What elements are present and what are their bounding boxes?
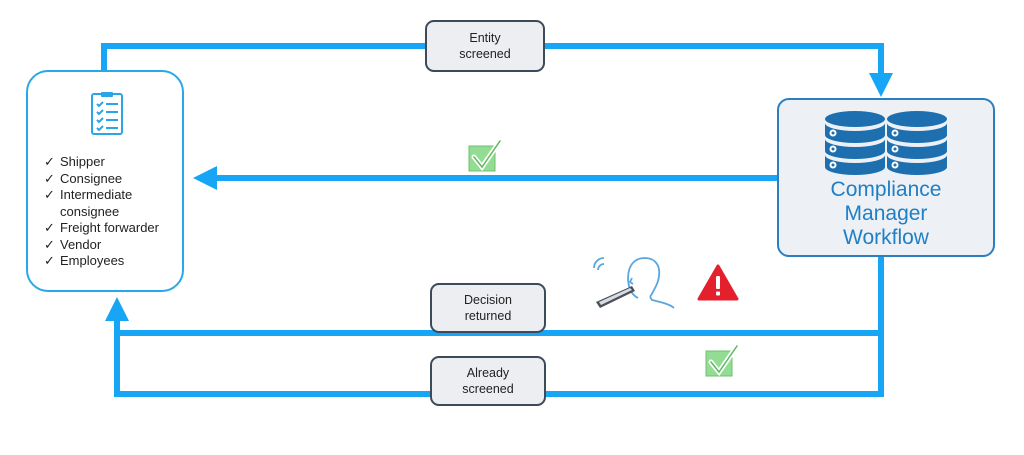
compliance-manager-box: Compliance Manager Workflow [777,98,995,257]
checklist-icon [91,92,123,135]
already-screened-label: Already screened [430,356,546,406]
check-mark-icon: ✓ [44,187,55,202]
compliance-manager-title: Compliance Manager Workflow [830,178,942,249]
entity-panel: ✓ Shipper ✓ Consignee ✓ Intermediate con… [26,70,184,292]
list-item: ✓ Vendor [44,236,102,252]
person-scanner-icon [593,257,675,309]
list-item: ✓ Employees [44,253,125,268]
entity-type-list: ✓ Shipper ✓ Consignee ✓ Intermediate con… [44,154,159,270]
check-badge-icon [468,140,502,172]
check-badge-icon [705,345,739,377]
check-mark-icon: ✓ [44,170,55,186]
check-mark-icon: ✓ [44,253,55,268]
database-icon [825,111,947,175]
list-item: ✓ Shipper [44,154,105,169]
arrow-decision-returned [105,257,884,336]
check-mark-icon: ✓ [44,220,55,235]
entity-screened-label: Entity screened [425,20,545,72]
decision-returned-label: Decision returned [430,283,546,333]
check-mark-icon: ✓ [44,236,55,252]
list-item: ✓ Consignee [44,170,123,186]
list-item: ✓ Intermediate consignee [44,187,133,219]
warning-icon [697,264,739,301]
list-item: ✓ Freight forwarder [44,220,159,235]
check-mark-icon: ✓ [44,154,55,169]
